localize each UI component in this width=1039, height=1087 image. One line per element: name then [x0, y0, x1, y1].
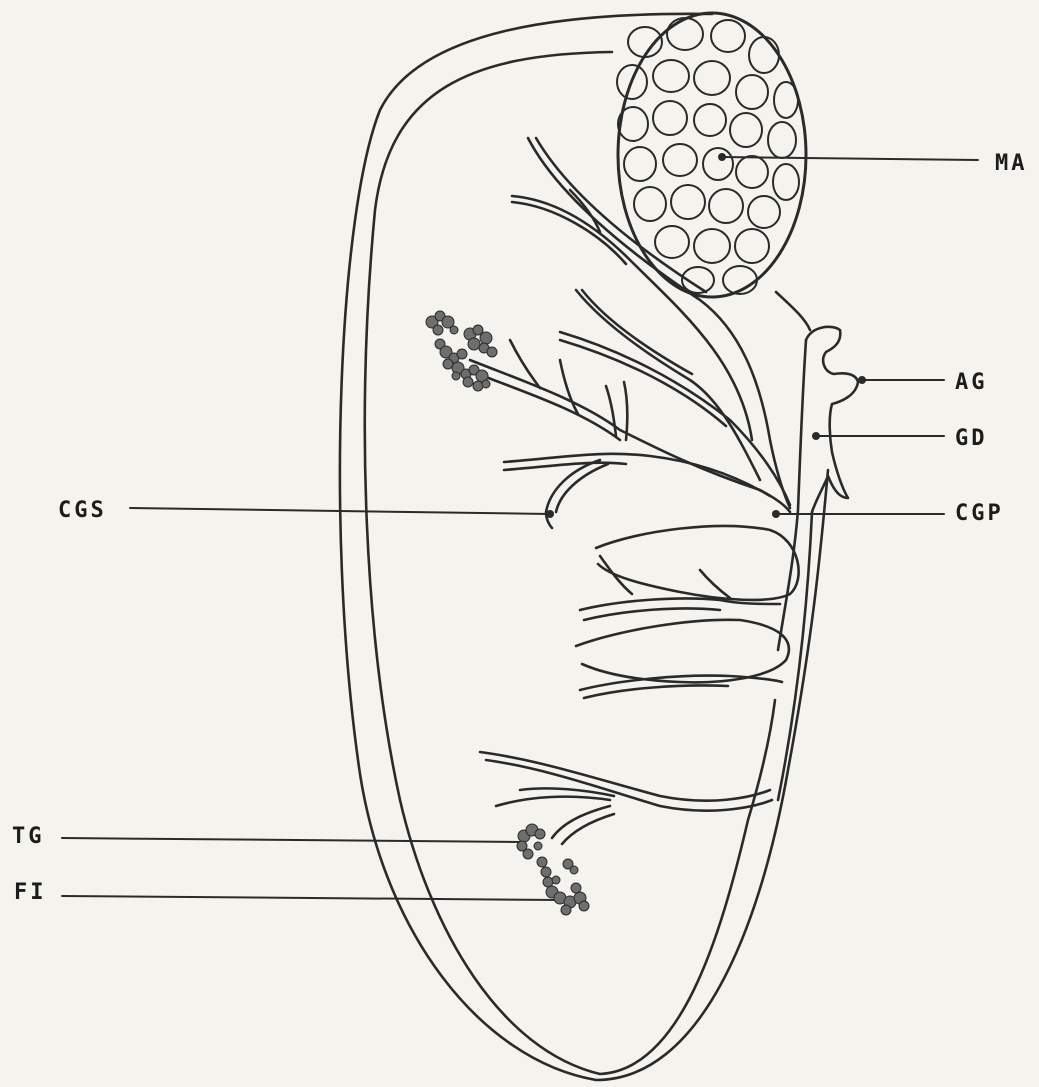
leader-fi — [62, 896, 560, 900]
branch-mid-2b — [560, 340, 726, 426]
dot-ag — [858, 376, 866, 384]
label-cgs: CGS — [58, 500, 107, 522]
dot-ma — [718, 153, 726, 161]
label-cgp: CGP — [955, 503, 1004, 525]
tg-duct-b — [562, 814, 614, 844]
fi-granule-cluster — [537, 857, 589, 915]
ag-gd-appendage — [806, 327, 858, 512]
branch-mid-2 — [560, 332, 790, 505]
label-fi: FI — [14, 882, 47, 904]
branch-lower-2 — [576, 620, 789, 683]
branch-lower-1d — [700, 570, 730, 598]
label-gd: GD — [955, 428, 988, 450]
branch-lower-3b — [584, 686, 728, 699]
label-ag: AG — [955, 372, 988, 394]
branch-bottom-b — [486, 760, 772, 811]
label-tg: TG — [12, 826, 45, 848]
tg-granule-cluster — [517, 824, 545, 859]
branch-bottom-d — [496, 797, 610, 806]
leader-tg — [62, 838, 522, 842]
main-duct-left-wall — [778, 340, 806, 650]
dot-cgs — [546, 510, 554, 518]
dot-gd — [812, 432, 820, 440]
inner-body-outline — [365, 52, 775, 1074]
dot-cgp — [772, 510, 780, 518]
upper-granule-cluster — [426, 311, 497, 391]
tg-duct — [552, 806, 610, 838]
ma-alveolar-mass — [618, 13, 806, 297]
label-ma: MA — [995, 153, 1028, 175]
ma-outlet-duct — [776, 292, 810, 330]
branch-upper-1 — [528, 138, 790, 508]
branch-mid-3 — [470, 360, 790, 512]
branch-lower-1b — [584, 608, 720, 620]
branch-mid-3b — [478, 374, 620, 440]
branch-mid-twig-2 — [560, 360, 578, 414]
cgs-branch — [504, 454, 770, 496]
cgs-curl-b — [556, 464, 608, 512]
branch-bottom — [480, 752, 770, 801]
branch-bottom-c — [520, 788, 614, 796]
outer-body-outline — [340, 14, 828, 1080]
branch-mid-twig-3 — [606, 386, 616, 436]
